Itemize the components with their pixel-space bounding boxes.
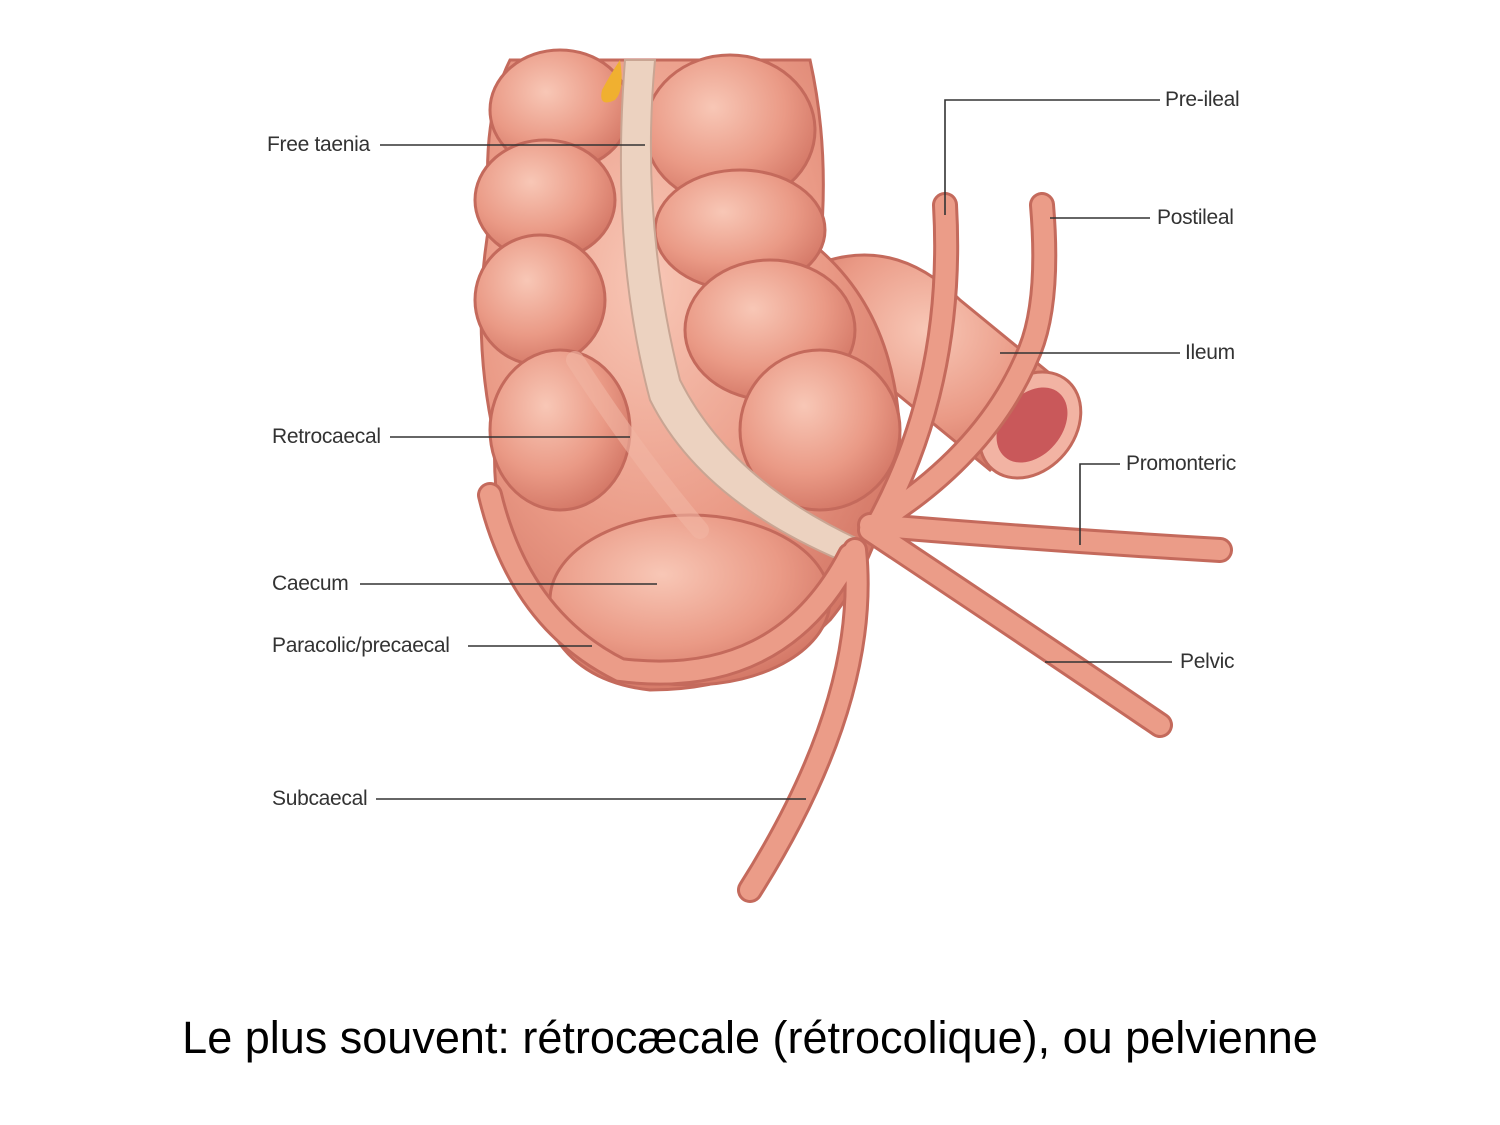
leader-lines <box>360 99 1180 800</box>
label-retrocaecal: Retrocaecal <box>272 425 381 448</box>
label-free-taenia: Free taenia <box>267 133 370 156</box>
fat-droplet <box>601 60 622 103</box>
slide-caption: Le plus souvent: rétrocæcale (rétrocoliq… <box>182 1012 1318 1063</box>
label-postileal: Postileal <box>1157 206 1234 229</box>
appendix-variants <box>477 192 1233 903</box>
appendix-positions-illustration <box>360 48 1233 903</box>
label-subcaecal: Subcaecal <box>272 787 368 810</box>
label-pelvic: Pelvic <box>1180 650 1235 673</box>
label-pre-ileal: Pre-ileal <box>1165 88 1240 111</box>
label-ileum: Ileum <box>1185 341 1235 364</box>
label-caecum: Caecum <box>272 572 349 595</box>
caecum-colon <box>473 48 902 692</box>
label-paracolic-precaecal: Paracolic/precaecal <box>272 634 450 657</box>
label-promonteric: Promonteric <box>1126 452 1236 475</box>
